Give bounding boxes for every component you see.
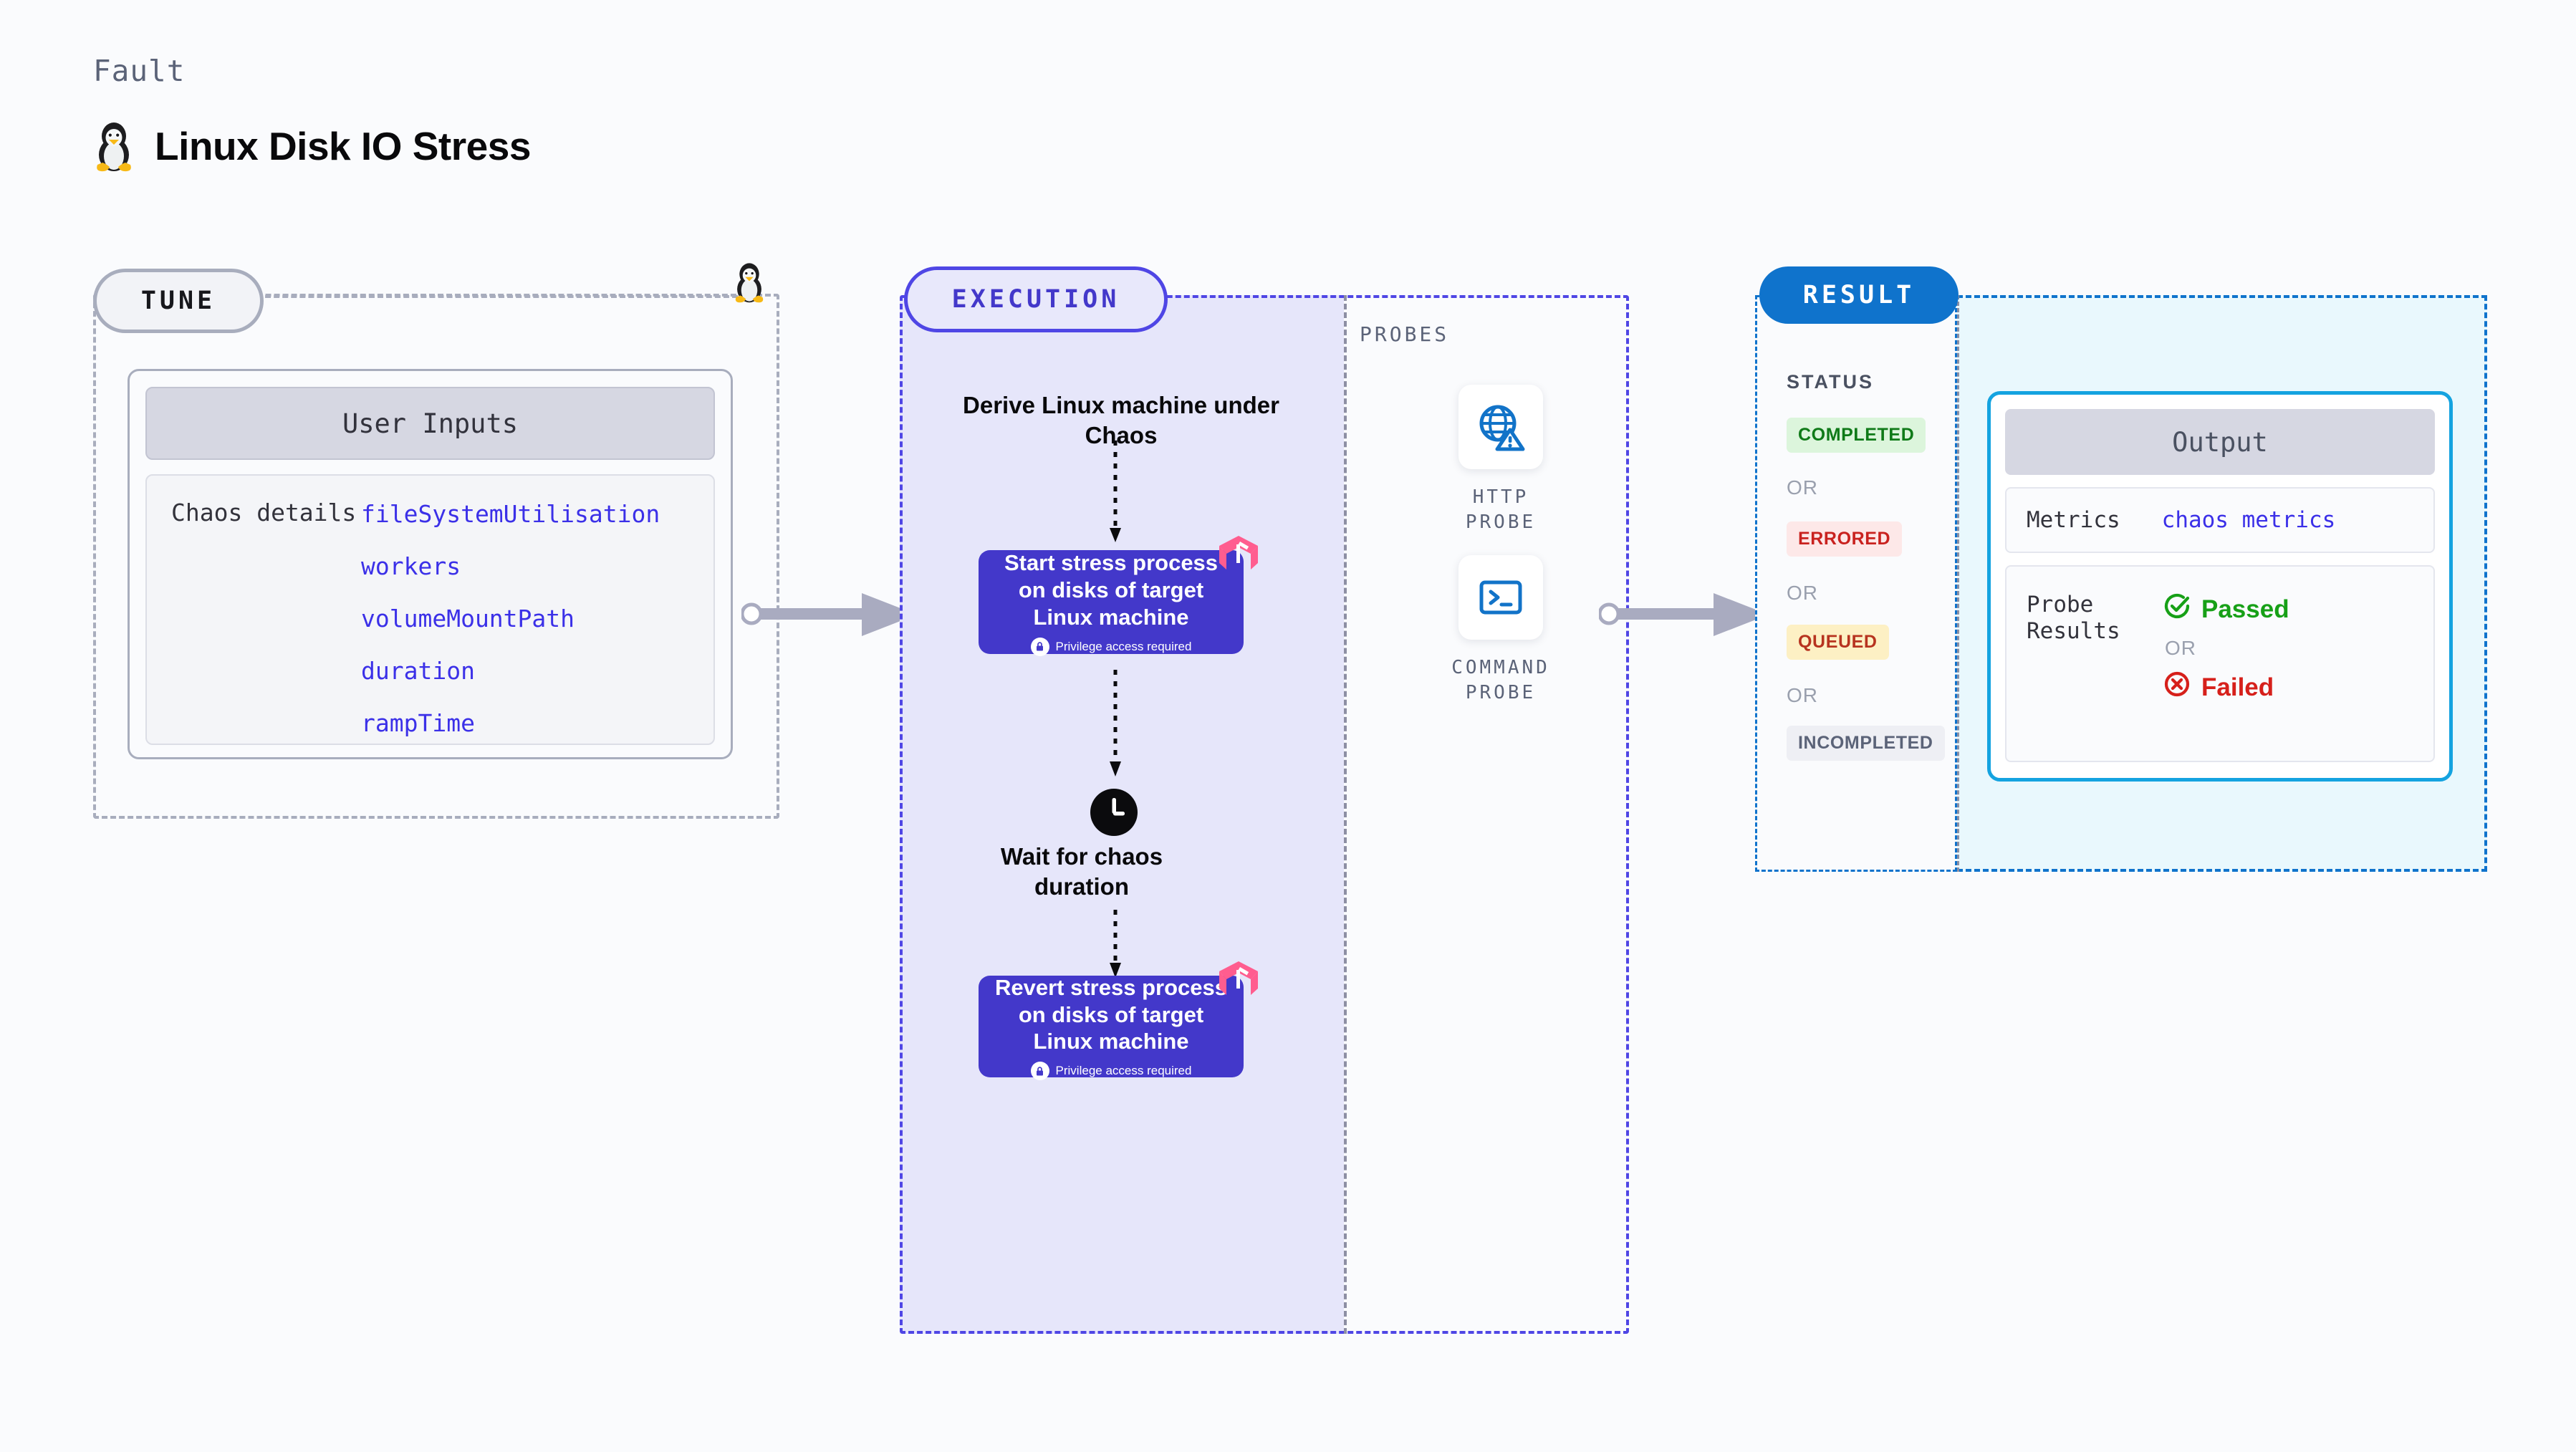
status-heading: STATUS (1787, 371, 1874, 393)
result-status-column (1755, 295, 1957, 872)
chaos-details-box: Chaos details fileSystemUtilisation work… (145, 474, 715, 745)
flow-arrow-derive-to-start (1107, 441, 1124, 548)
derive-step-label: Derive Linux machine under Chaos (963, 392, 1279, 449)
terminal-icon (1458, 555, 1543, 640)
verdict-or: OR (2165, 637, 2196, 659)
probe-item-http[interactable]: HTTP PROBE (1433, 385, 1569, 535)
metrics-label: Metrics (2027, 506, 2120, 533)
chaos-param[interactable]: rampTime (361, 709, 475, 737)
linux-penguin-icon (93, 120, 135, 172)
chaos-param[interactable]: fileSystemUtilisation (361, 500, 660, 528)
probes-divider (1344, 295, 1347, 1334)
probe-results-values: Passed OR Failed (2163, 592, 2289, 761)
page-title: Linux Disk IO Stress (155, 124, 531, 168)
execution-probes-panel (900, 295, 1629, 1334)
status-or: OR (1787, 582, 1818, 604)
lock-icon (1030, 1062, 1049, 1081)
privilege-note: Privilege access required (1030, 637, 1192, 656)
tune-top-dash-line (256, 295, 738, 298)
page-kicker: Fault (93, 54, 186, 88)
privilege-note: Privilege access required (1030, 1062, 1192, 1081)
privilege-note-text: Privilege access required (1055, 1064, 1192, 1078)
clock-icon (1090, 788, 1138, 840)
verdict-passed-label: Passed (2201, 595, 2289, 623)
status-or: OR (1787, 684, 1818, 706)
wait-step-label: Wait for chaos duration (1000, 843, 1163, 900)
probe-results-label: Probe Results (2027, 592, 2120, 644)
flow-arrow-start-to-wait (1107, 670, 1124, 782)
probes-heading: PROBES (1360, 322, 1450, 346)
node-title: Start stress process on disks of target … (1004, 550, 1219, 630)
output-header: Output (2005, 409, 2435, 475)
node-title: Revert stress process on disks of target… (995, 974, 1227, 1054)
result-pill[interactable]: RESULT (1759, 266, 1959, 324)
probe-label: COMMAND PROBE (1451, 657, 1550, 704)
verdict-failed: Failed (2163, 670, 2289, 705)
globe-warning-icon (1458, 385, 1543, 469)
check-circle-icon (2163, 592, 2191, 627)
tune-linux-penguin-icon (732, 261, 766, 303)
probe-results-row: Probe Results Passed OR (2005, 565, 2435, 762)
chaos-details-label: Chaos details (171, 499, 357, 527)
harness-logo-icon (1218, 960, 1259, 1002)
output-card: Output Metrics chaos metrics Probe Resul… (1987, 391, 2453, 782)
probe-item-command[interactable]: COMMAND PROBE (1433, 555, 1569, 706)
status-badge-completed: COMPLETED (1787, 418, 1926, 453)
user-inputs-card: User Inputs Chaos details fileSystemUtil… (128, 369, 733, 759)
chaos-param[interactable]: workers (361, 552, 461, 580)
status-badge-queued: QUEUED (1787, 625, 1889, 660)
metrics-value[interactable]: chaos metrics (2161, 507, 2336, 533)
execution-pill[interactable]: EXECUTION (904, 266, 1168, 332)
connector-execution-to-result (1597, 587, 1780, 645)
probe-label: HTTP PROBE (1465, 486, 1537, 534)
execution-node-start[interactable]: Start stress process on disks of target … (979, 536, 1258, 656)
privilege-note-text: Privilege access required (1055, 639, 1192, 653)
execution-node-revert[interactable]: Revert stress process on disks of target… (979, 961, 1258, 1081)
lock-icon (1030, 637, 1049, 656)
verdict-passed: Passed (2163, 592, 2289, 627)
user-inputs-header: User Inputs (145, 387, 715, 460)
verdict-failed-label: Failed (2201, 673, 2274, 701)
status-or: OR (1787, 476, 1818, 499)
metrics-row: Metrics chaos metrics (2005, 487, 2435, 553)
status-badge-errored: ERRORED (1787, 521, 1903, 557)
page-title-row: Linux Disk IO Stress (93, 120, 531, 172)
x-circle-icon (2163, 670, 2191, 705)
chaos-param-list: fileSystemUtilisation workers volumeMoun… (361, 500, 660, 744)
result-status-divider (1957, 295, 1959, 872)
chaos-param[interactable]: duration (361, 657, 475, 685)
harness-logo-icon (1218, 534, 1259, 577)
status-badge-incompleted: INCOMPLETED (1787, 726, 1945, 761)
flow-arrow-wait-to-revert (1107, 910, 1124, 984)
chaos-param[interactable]: volumeMountPath (361, 605, 575, 633)
tune-pill[interactable]: TUNE (93, 269, 264, 333)
